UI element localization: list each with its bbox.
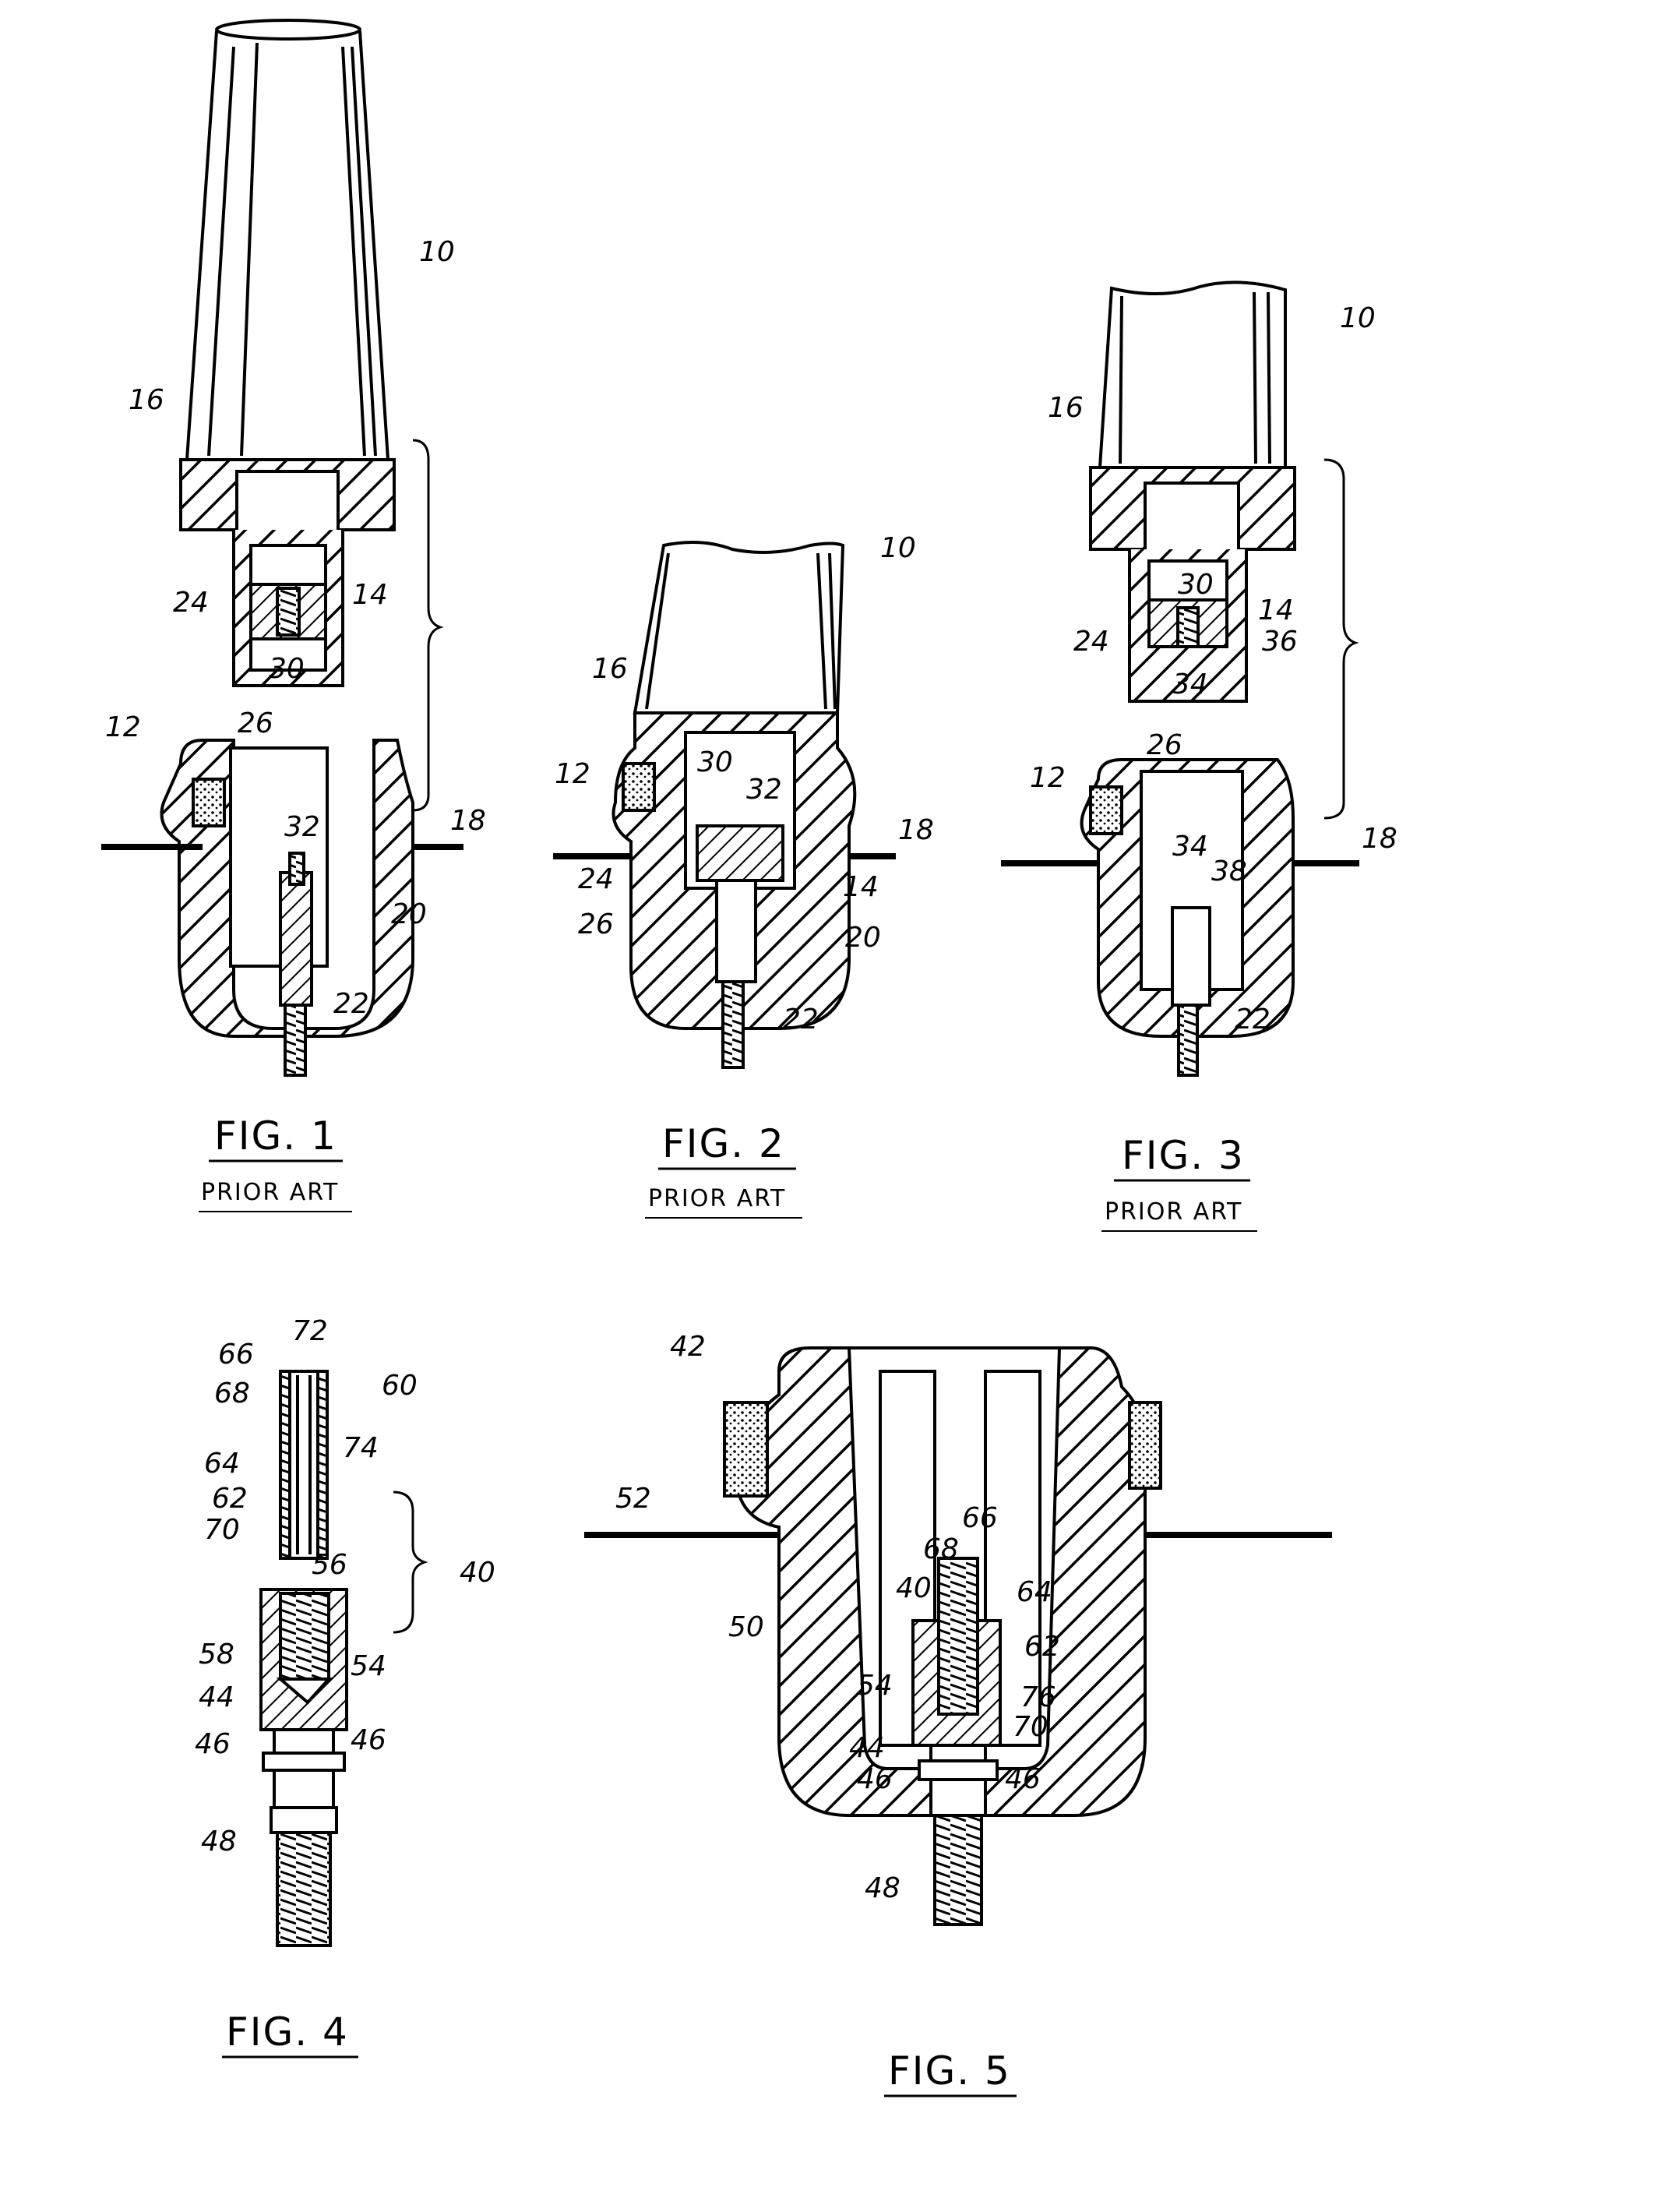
ref-label: 12: [105, 711, 141, 743]
fig2-caption-block: FIG. 2 PRIOR ART: [645, 1121, 802, 1218]
ref-label: 36: [1262, 626, 1298, 658]
fig2-assembly: [553, 542, 896, 1067]
ref-label: 74: [343, 1432, 379, 1464]
figure-5: 42 52 66 68 64 40 50 62 54 76 70 44 46 4…: [584, 1331, 1332, 2096]
ref-label: 18: [898, 814, 934, 846]
ref-label: 16: [129, 384, 164, 416]
ref-label: 70: [1013, 1711, 1048, 1743]
ref-label: 22: [783, 1004, 819, 1035]
ref-label: 18: [450, 805, 486, 837]
fig4-caption-block: FIG. 4: [222, 2009, 358, 2057]
ref-label: 16: [592, 653, 628, 685]
figure-3: 10 16 30 14 24 36 34 12 26 34 38 18 22 F…: [1001, 282, 1397, 1231]
fig5-bushing: [584, 1348, 1332, 1924]
ref-label: 40: [460, 1557, 495, 1589]
ref-label: 66: [962, 1502, 998, 1534]
figure-caption: FIG. 1: [214, 1113, 337, 1159]
figure-caption: FIG. 2: [662, 1121, 785, 1166]
ref-label: 40: [896, 1572, 932, 1604]
ref-label: 20: [391, 898, 427, 930]
fig3-caption-block: FIG. 3 PRIOR ART: [1101, 1133, 1257, 1231]
ref-label: 24: [578, 863, 614, 895]
ref-label: 48: [865, 1872, 900, 1904]
fig3-bracket: [1324, 460, 1355, 818]
ref-label: 24: [1073, 626, 1109, 658]
fig4-reference-numerals: 66 72 68 60 74 64 62 70 56 40 58 54 44 4…: [195, 1315, 495, 1857]
ref-label: 10: [1340, 302, 1376, 334]
figure-subcaption: PRIOR ART: [1105, 1198, 1242, 1226]
ref-label: 10: [880, 532, 916, 564]
ref-label: 26: [238, 707, 273, 739]
ref-label: 30: [269, 653, 305, 685]
ref-label: 72: [292, 1315, 328, 1347]
ref-label: 46: [351, 1724, 386, 1756]
ref-label: 24: [173, 587, 209, 619]
ref-label: 12: [555, 758, 590, 790]
ref-label: 42: [670, 1331, 706, 1363]
ref-label: 46: [195, 1728, 231, 1760]
ref-label: 64: [204, 1448, 240, 1480]
ref-label: 22: [333, 988, 369, 1020]
ref-label: 20: [845, 922, 881, 954]
figure-2: 10 16 12 30 32 18 24 14 26 20 22 FIG. 2 …: [553, 532, 934, 1218]
fig3-bushing: [1001, 760, 1359, 1075]
figure-subcaption: PRIOR ART: [201, 1179, 339, 1206]
ref-label: 44: [199, 1681, 234, 1713]
ref-label: 54: [351, 1650, 386, 1682]
ref-label: 66: [218, 1339, 254, 1371]
ref-label: 76: [1020, 1681, 1056, 1713]
fig1-bracket: [413, 440, 440, 810]
ref-label: 60: [382, 1370, 418, 1402]
ref-label: 58: [199, 1639, 234, 1670]
ref-label: 32: [284, 811, 320, 843]
figure-4: 66 72 68 60 74 64 62 70 56 40 58 54 44 4…: [195, 1315, 495, 2057]
ref-label: 46: [857, 1763, 893, 1795]
ref-label: 34: [1172, 831, 1208, 863]
ref-label: 26: [1147, 729, 1182, 761]
figure-1: 10 16 24 14 30 12 26 32 18 20 22 FIG. 1 …: [101, 20, 486, 1212]
ref-label: 62: [212, 1483, 248, 1515]
ref-label: 62: [1024, 1631, 1060, 1663]
ref-label: 12: [1030, 762, 1066, 794]
ref-label: 54: [857, 1670, 893, 1702]
figure-caption: FIG. 3: [1122, 1133, 1245, 1178]
ref-label: 48: [201, 1826, 237, 1857]
ref-label: 46: [1005, 1763, 1041, 1795]
ref-label: 56: [312, 1549, 347, 1581]
ref-label: 14: [1258, 594, 1294, 626]
ref-label: 32: [746, 774, 782, 806]
ref-label: 44: [849, 1732, 885, 1764]
fig5-caption-block: FIG. 5: [884, 2048, 1017, 2096]
fig1-caption-block: FIG. 1 PRIOR ART: [199, 1113, 352, 1212]
figure-caption: FIG. 5: [888, 2048, 1011, 2094]
ref-label: 26: [578, 908, 614, 940]
ref-label: 34: [1172, 669, 1208, 700]
ref-label: 16: [1048, 392, 1084, 424]
fig4-bracket: [393, 1492, 425, 1632]
ref-label: 30: [1178, 569, 1214, 601]
ref-label: 14: [843, 871, 879, 903]
ref-label: 70: [204, 1514, 240, 1546]
ref-label: 64: [1017, 1576, 1052, 1608]
ref-label: 52: [615, 1483, 651, 1515]
ref-label: 38: [1211, 856, 1247, 887]
ref-label: 10: [419, 236, 455, 268]
ref-label: 30: [697, 746, 733, 778]
figure-subcaption: PRIOR ART: [648, 1185, 786, 1212]
ref-label: 68: [214, 1378, 250, 1409]
ref-label: 68: [923, 1533, 959, 1565]
ref-label: 50: [728, 1611, 764, 1643]
ref-label: 22: [1235, 1004, 1271, 1035]
figure-caption: FIG. 4: [226, 2009, 349, 2055]
ref-label: 14: [352, 579, 388, 611]
ref-label: 18: [1362, 823, 1397, 855]
fig4-parts: [261, 1371, 347, 1946]
